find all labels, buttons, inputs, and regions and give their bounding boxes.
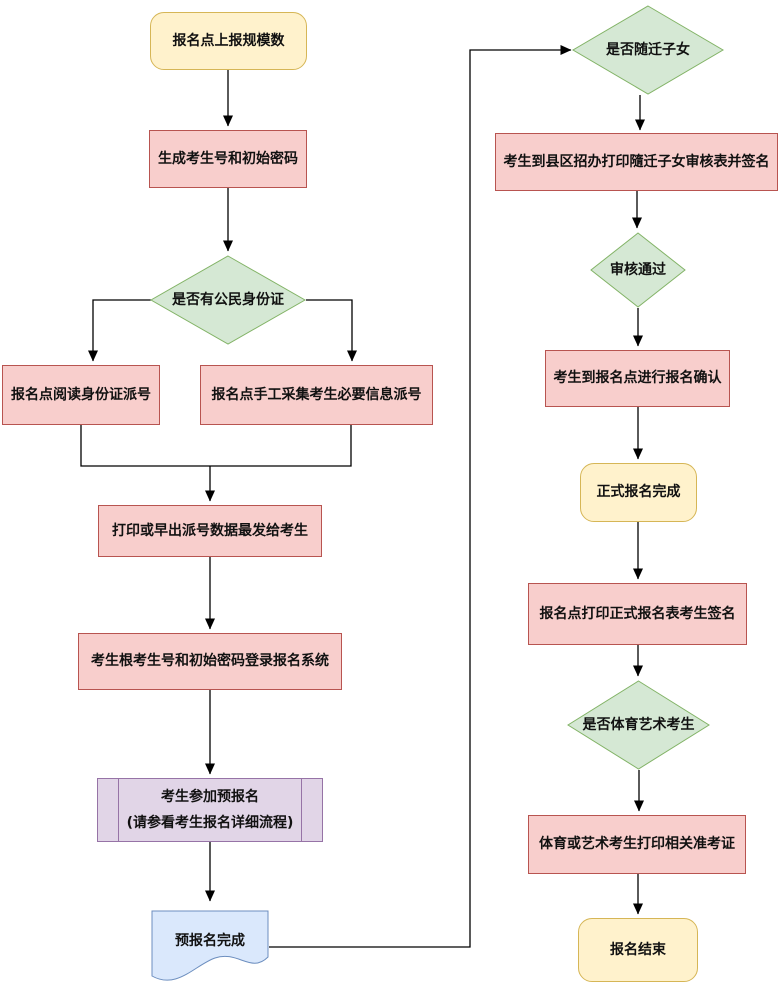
edge-hasid-to-manual: [306, 299, 357, 362]
diamond-shape: [590, 232, 686, 308]
process-read-id-card: 报名点阅读身份证派号: [2, 365, 160, 425]
process-login-system: 考生根考生号和初始密码登录报名系统: [78, 633, 342, 690]
process-login-system-label: 考生根考生号和初始密码登录报名系统: [91, 653, 329, 670]
process-generate-credentials-label: 生成考生号和初始密码: [158, 150, 298, 167]
document-pre-register-done: 预报名完成: [151, 910, 269, 990]
diamond-shape: [150, 255, 306, 345]
decision-sports-art: 是否体育艺术考生: [567, 680, 710, 770]
document-shape: [151, 910, 269, 981]
decision-sports-art-label: 是否体育艺术考生: [582, 716, 695, 733]
process-print-dispatch: 打印或早出派号数据最发给考生: [98, 505, 322, 557]
decision-audit-passed: 审核通过: [590, 232, 686, 308]
document-pre-register-done-label: 预报名完成: [175, 932, 245, 949]
process-print-migrant-form: 考生到县区招办打印隨迁子女审核表并签名: [495, 133, 778, 191]
process-manual-collect-label: 报名点手工采集考生必要信息派号: [211, 386, 422, 403]
process-manual-collect: 报名点手工采集考生必要信息派号: [200, 365, 433, 425]
process-generate-credentials: 生成考生号和初始密码: [149, 130, 307, 188]
diamond-shape: [572, 5, 724, 95]
terminal-end: 报名结束: [578, 918, 698, 982]
subprocess-pre-register: 考生参加预报名 (请参看考生报名详细流程): [97, 778, 323, 842]
decision-has-id-card: 是否有公民身份证: [150, 255, 306, 345]
process-read-id-card-label: 报名点阅读身份证派号: [11, 386, 151, 403]
process-print-formal-form: 报名点打印正式报名表考生签名: [528, 583, 747, 645]
subprocess-pre-register-label-line2: (请参看考生报名详细流程): [126, 814, 294, 831]
subprocess-right-bar: [301, 779, 302, 841]
process-print-exam-ticket: 体育或艺术考生打印相关准考证: [528, 815, 746, 874]
process-print-dispatch-label: 打印或早出派号数据最发给考生: [112, 522, 308, 539]
terminal-end-label: 报名结束: [610, 941, 666, 958]
terminal-formal-done-label: 正式报名完成: [596, 484, 681, 501]
edge-hasid-to-readid: [88, 299, 151, 362]
decision-has-id-card-label: 是否有公民身份证: [172, 291, 284, 308]
process-confirm-registration: 考生到报名点进行报名确认: [545, 350, 730, 407]
edge-done-to-migrant: [269, 45, 572, 948]
subprocess-left-bar: [118, 779, 119, 841]
edge-merge-branches: [80, 425, 352, 467]
process-print-exam-ticket-label: 体育或艺术考生打印相关准考证: [539, 836, 735, 853]
decision-migrant-children-label: 是否随迁子女: [606, 41, 690, 58]
process-print-formal-form-label: 报名点打印正式报名表考生签名: [539, 605, 736, 622]
start-node-label: 报名点上报规模数: [172, 32, 285, 49]
terminal-formal-done: 正式报名完成: [580, 463, 697, 522]
diamond-shape: [567, 680, 710, 770]
start-node: 报名点上报规模数: [150, 12, 307, 70]
decision-audit-passed-label: 审核通过: [610, 261, 666, 278]
decision-migrant-children: 是否随迁子女: [572, 5, 724, 95]
process-confirm-registration-label: 考生到报名点进行报名确认: [553, 370, 722, 387]
subprocess-pre-register-label-line1: 考生参加预报名: [161, 789, 259, 806]
process-print-migrant-form-label: 考生到县区招办打印隨迁子女审核表并签名: [503, 153, 770, 170]
